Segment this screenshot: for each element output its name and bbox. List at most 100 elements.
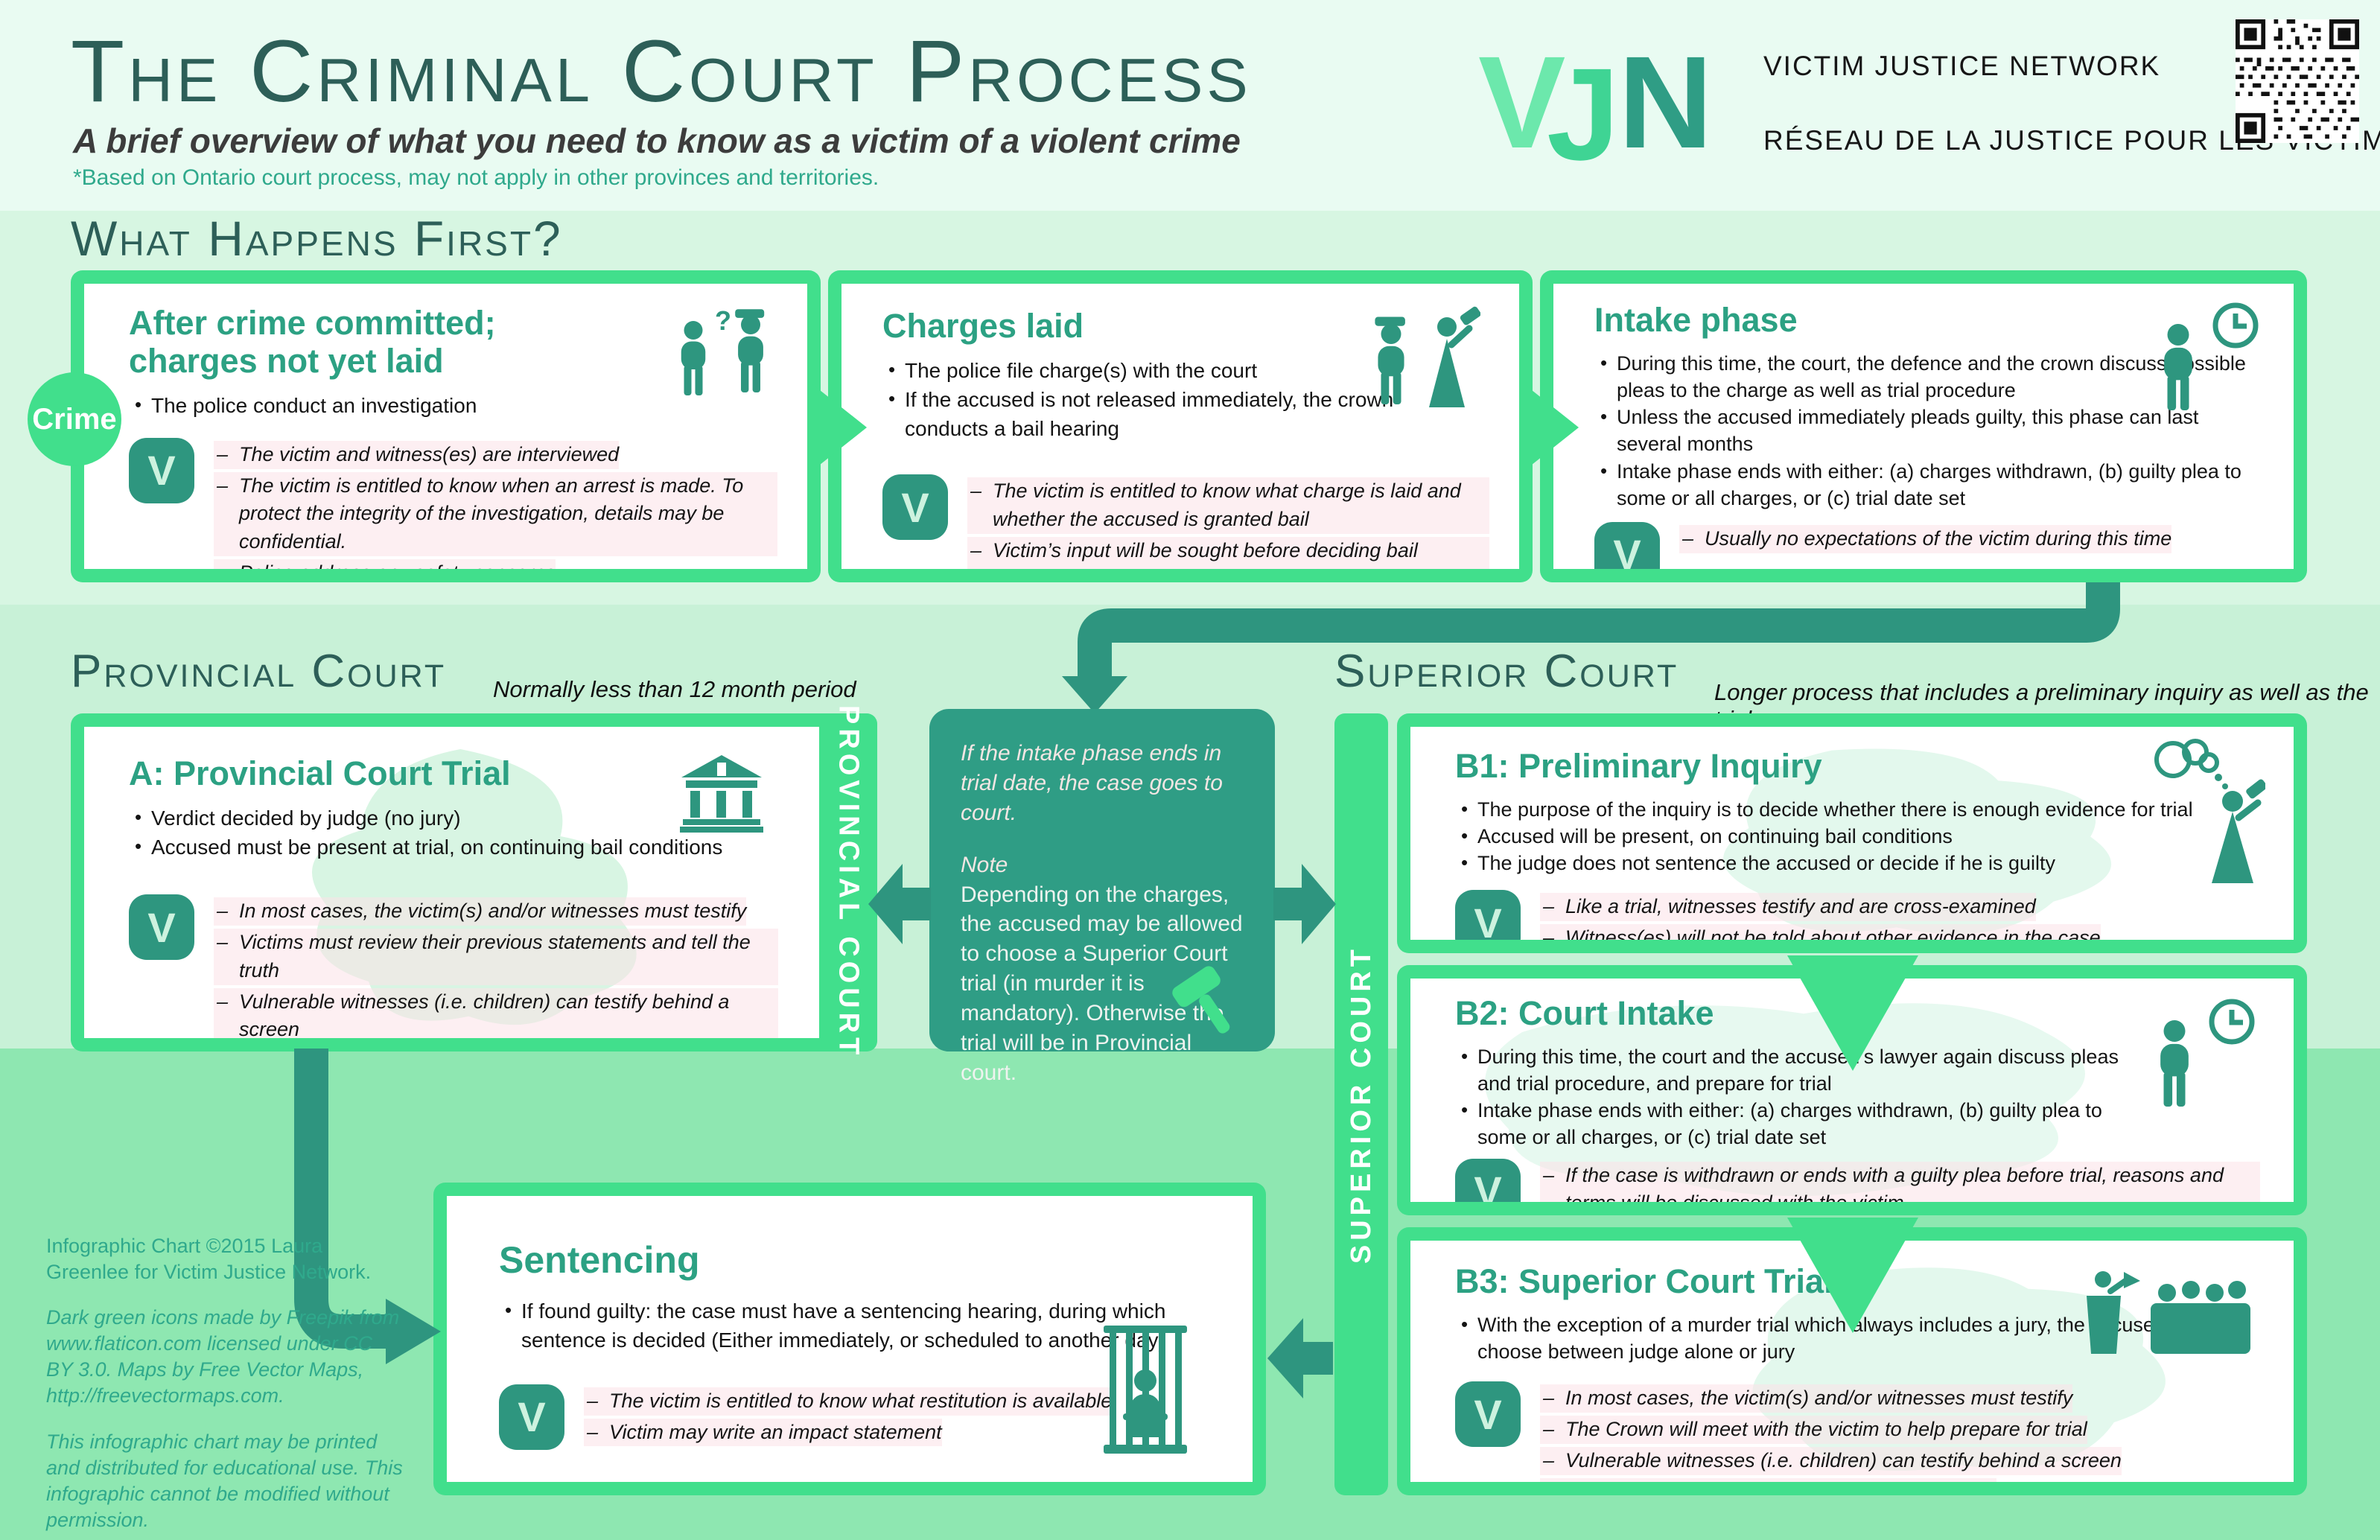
card-title: Charges laid [882, 307, 1084, 345]
victim-notes: In most cases, the victim(s) and/or witn… [1540, 1381, 2122, 1482]
bullet-list: Verdict decided by judge (no jury) Accus… [129, 804, 778, 862]
card-after-crime: After crime committed; charges not yet l… [71, 270, 821, 582]
note-box-label: Note [961, 852, 1008, 877]
logo-letter-n: N [1618, 30, 1714, 176]
victim-v-marker: V [882, 474, 948, 541]
card-title: B3: Superior Court Trial [1455, 1262, 1833, 1300]
victim-notes: Usually no expectations of the victim du… [1679, 522, 2172, 556]
victim-note: The Crown will meet with the victim to h… [1540, 1415, 2087, 1444]
logo-name-english: VICTIM JUSTICE NETWORK [1763, 51, 2161, 81]
card-title: A: Provincial Court Trial [129, 754, 511, 792]
arrow-after-crime-to-charges [809, 381, 867, 474]
card-charges-laid: Charges laid The police file charge(s) w… [828, 270, 1533, 582]
bullet-item: If the accused is not released immediate… [882, 385, 1404, 443]
victim-info-row: V The victim is entitled to know what ch… [882, 474, 1489, 569]
credits-copyright: Infographic Chart ©2015 Laura Greenlee f… [46, 1235, 372, 1284]
person-clock-icon [2164, 302, 2259, 410]
victim-note: Witness(es) will not be told about other… [1540, 924, 2101, 940]
bullet-item: If found guilty: the case must have a se… [499, 1296, 1208, 1355]
credits-icons-license: Dark green icons made by Freepik from ww… [46, 1306, 400, 1407]
bullet-list: During this time, the court, the defence… [1594, 350, 2267, 512]
bullet-item: Accused will be present, on continuing b… [1455, 823, 2260, 850]
victim-v-marker: V [1455, 1158, 1521, 1202]
qr-code-icon [2236, 19, 2359, 143]
credits-block: Infographic Chart ©2015 Laura Greenlee f… [46, 1233, 404, 1540]
bullet-item: Intake phase ends with either: (a) charg… [1455, 1097, 2140, 1151]
arrow-note-to-provincial [868, 864, 931, 944]
victim-notes: The victim and witness(es) are interview… [214, 438, 777, 569]
victim-note: Victims may choose to attend trial after… [1540, 1477, 1996, 1482]
connector-intake-to-note [1062, 582, 2120, 713]
page-disclaimer: *Based on Ontario court process, may not… [73, 165, 879, 190]
superior-court-bar-label: SUPERIOR COURT [1345, 944, 1377, 1264]
credits-usage: This infographic chart may be printed an… [46, 1430, 403, 1531]
jail-icon [1104, 1326, 1187, 1454]
victim-note: Victims must review their previous state… [214, 929, 778, 985]
note-box-intro: If the intake phase ends in trial date, … [961, 741, 1223, 825]
bullet-item: The purpose of the inquiry is to decide … [1455, 796, 2260, 823]
card-superior-trial: B3: Superior Court Trial With the except… [1397, 1227, 2307, 1495]
victim-notes: The victim is entitled to know what rest… [584, 1384, 1113, 1450]
card-title: After crime committed; charges not yet l… [129, 304, 496, 380]
bullet-item: The police file charge(s) with the court [882, 356, 1404, 385]
arrow-note-to-superior [1273, 864, 1336, 944]
superior-court-bar: SUPERIOR COURT [1334, 713, 1388, 1495]
card-title: Intake phase [1594, 301, 1798, 339]
bullet-list: The purpose of the inquiry is to decide … [1455, 796, 2260, 877]
bullet-list: The police file charge(s) with the court… [882, 356, 1489, 444]
page-subtitle: A brief overview of what you need to kno… [73, 121, 1241, 160]
victim-v-marker: V [1455, 890, 1521, 940]
section-heading-provincial-court: Provincial Court [71, 646, 447, 697]
podium-jury-icon [2087, 1271, 2250, 1354]
victim-info-row: V Usually no expectations of the victim … [1594, 521, 2267, 569]
arrow-b3-to-sentencing [1267, 1318, 1333, 1399]
victim-info-row: V If the case is withdrawn or ends with … [1455, 1158, 2260, 1202]
bullet-item: During this time, the court, the defence… [1594, 350, 2250, 404]
svg-text:?: ? [715, 305, 731, 336]
provincial-court-note: Normally less than 12 month period [493, 676, 856, 702]
victim-note: Victim’s input will be sought before dec… [967, 537, 1489, 569]
courthouse-icon [680, 755, 763, 833]
victim-note: If the case is withdrawn or ends with a … [1540, 1161, 2260, 1202]
card-title: Sentencing [499, 1239, 700, 1281]
victim-info-row: V Like a trial, witnesses testify and ar… [1455, 890, 2260, 940]
victim-notes: If the case is withdrawn or ends with a … [1540, 1159, 2260, 1202]
note-box: If the intake phase ends in trial date, … [929, 709, 1275, 1085]
bullet-item: Accused must be present at trial, on con… [129, 833, 769, 862]
arrow-b2-to-b3 [1787, 1218, 1918, 1333]
bullet-item: Unless the accused immediately pleads gu… [1594, 404, 2250, 457]
victim-info-row: V In most cases, the victim(s) and/or wi… [129, 894, 778, 1038]
vjn-logo: V J N [1478, 30, 1754, 180]
section-heading-what-happens-first: What Happens First? [71, 211, 563, 266]
bullet-list: If found guilty: the case must have a se… [499, 1296, 1208, 1355]
victim-info-row: V In most cases, the victim(s) and/or wi… [1455, 1381, 2260, 1482]
victim-notes: The victim is entitled to know what char… [967, 474, 1489, 569]
card-sentencing: Sentencing If found guilty: the case mus… [433, 1183, 1266, 1495]
victim-note: The victim is entitled to know what char… [967, 477, 1489, 534]
card-title: B2: Court Intake [1455, 994, 1714, 1032]
judge-thinking-icon [2154, 739, 2265, 883]
victim-note: Police address any safety concerns [214, 559, 556, 569]
arrow-charges-to-intake [1521, 381, 1579, 474]
victim-notes: In most cases, the victim(s) and/or witn… [214, 894, 778, 1038]
connector-provincial-to-sentencing [294, 1049, 441, 1364]
victim-note: The victim is entitled to know what rest… [584, 1387, 1113, 1416]
card-provincial-trial: A: Provincial Court Trial Verdict decide… [71, 713, 877, 1051]
victim-note: Victim may write an impact statement [584, 1418, 942, 1447]
victim-info-row: V The victim and witness(es) are intervi… [129, 437, 777, 569]
victim-note: In most cases, the victim(s) and/or witn… [1540, 1384, 2073, 1413]
victim-note: Vulnerable witnesses (i.e. children) can… [1540, 1446, 2122, 1475]
section-heading-superior-court: Superior Court [1334, 646, 1679, 697]
provincial-court-bar-label: PROVINCIAL COURT [833, 705, 865, 1060]
card-title: B1: Preliminary Inquiry [1455, 747, 1822, 785]
background-band-top [0, 0, 2380, 211]
bullet-item: The judge does not sentence the accused … [1455, 850, 2260, 876]
bullet-list: The police conduct an investigation [129, 391, 777, 420]
card-intake-phase: Intake phase During this time, the court… [1540, 270, 2307, 582]
victim-v-marker: V [129, 437, 194, 503]
bullet-item: The police conduct an investigation [129, 391, 777, 420]
provincial-court-bar: PROVINCIAL COURT [819, 705, 877, 1060]
victim-v-marker: V [129, 894, 194, 961]
arrow-b1-to-b2 [1787, 955, 1918, 1071]
bullet-item: Intake phase ends with either: (a) charg… [1594, 458, 2250, 512]
